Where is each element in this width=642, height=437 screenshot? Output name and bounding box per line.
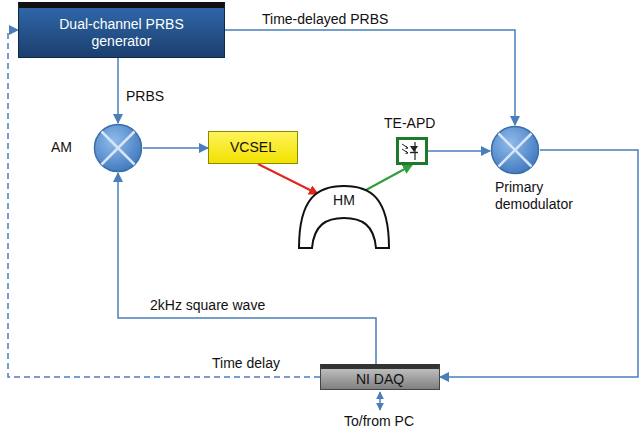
photodetector-icon-shape [396, 137, 428, 165]
daq-box: NI DAQ [320, 364, 440, 390]
signal-connector [8, 30, 320, 377]
signal-connector [225, 30, 515, 125]
mixer-circle: AM [93, 123, 143, 173]
node-label: TE-APD [384, 115, 435, 132]
laser-box: VCSEL [208, 131, 298, 164]
mixer-circle-shape [490, 125, 540, 175]
signal-label: Time-delayed PRBS [262, 11, 388, 28]
node-label: VCSEL [230, 139, 276, 156]
note-label: To/from PC [344, 413, 414, 430]
signal-connector [143, 147, 208, 149]
signal-connector [258, 164, 318, 194]
node-label: HM [296, 192, 392, 209]
node-label: AM [51, 139, 72, 156]
mixer-circle-shape [93, 123, 143, 173]
mixer-circle: Primary demodulator [490, 125, 540, 175]
photodetector-icon: TE-APD [396, 137, 428, 165]
node-label: Dual-channel PRBS generator [37, 16, 207, 50]
node-label: Primary demodulator [495, 179, 595, 213]
node-label: NI DAQ [356, 371, 404, 388]
signal-connector [440, 150, 638, 377]
signal-label: Time delay [212, 355, 280, 372]
signal-connector [366, 165, 412, 190]
signal-connector [117, 58, 119, 123]
generator-box: Dual-channel PRBS generator [18, 2, 225, 58]
signal-connector [428, 150, 490, 152]
pc-link-line [379, 392, 381, 410]
head-model: HM [296, 183, 392, 251]
signal-label: 2kHz square wave [150, 297, 265, 314]
signal-label: PRBS [126, 88, 164, 105]
